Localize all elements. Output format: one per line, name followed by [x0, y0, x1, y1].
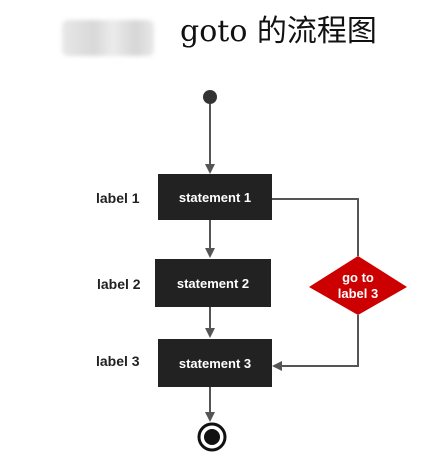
- end-node-inner: [204, 429, 220, 445]
- statement-1-text: statement 1: [179, 190, 251, 205]
- label-1-text: label 1: [96, 190, 140, 206]
- statement-3-text: statement 3: [179, 356, 251, 371]
- start-node: [203, 90, 217, 104]
- goto-decision-diamond: [309, 256, 407, 315]
- goto-path-to-decision: [272, 198, 359, 256]
- label-3-text: label 3: [96, 353, 140, 369]
- page-title: goto 的流程图: [180, 14, 377, 49]
- label-2-text: label 2: [97, 276, 141, 292]
- statement-2-text: statement 2: [177, 276, 249, 291]
- decision-line-2: label 3: [338, 286, 378, 301]
- statement-2-box: [155, 259, 271, 307]
- goto-path-to-statement-3: [272, 315, 359, 371]
- blurred-logo: [62, 20, 154, 56]
- decision-line-1: go to: [342, 270, 374, 285]
- statement-3-box: [158, 339, 272, 387]
- statement-1-box: [158, 174, 272, 220]
